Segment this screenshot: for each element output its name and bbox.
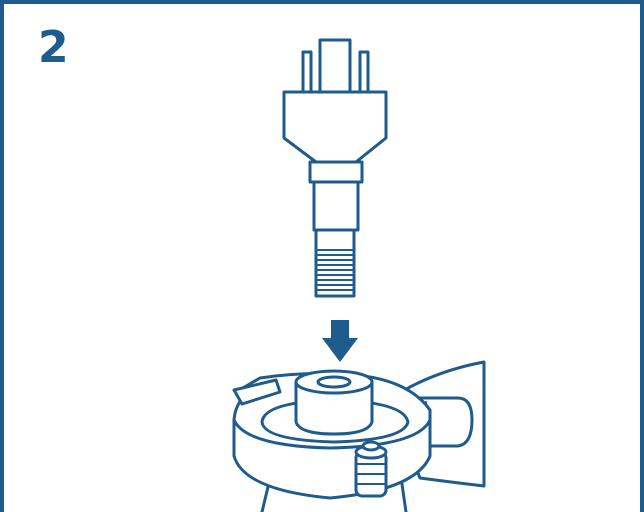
arrow-down-icon — [322, 320, 358, 362]
plug-icon — [282, 38, 388, 298]
step-number: 2 — [38, 22, 69, 73]
thread-lines — [317, 249, 353, 291]
grinder-base-icon — [232, 360, 486, 512]
